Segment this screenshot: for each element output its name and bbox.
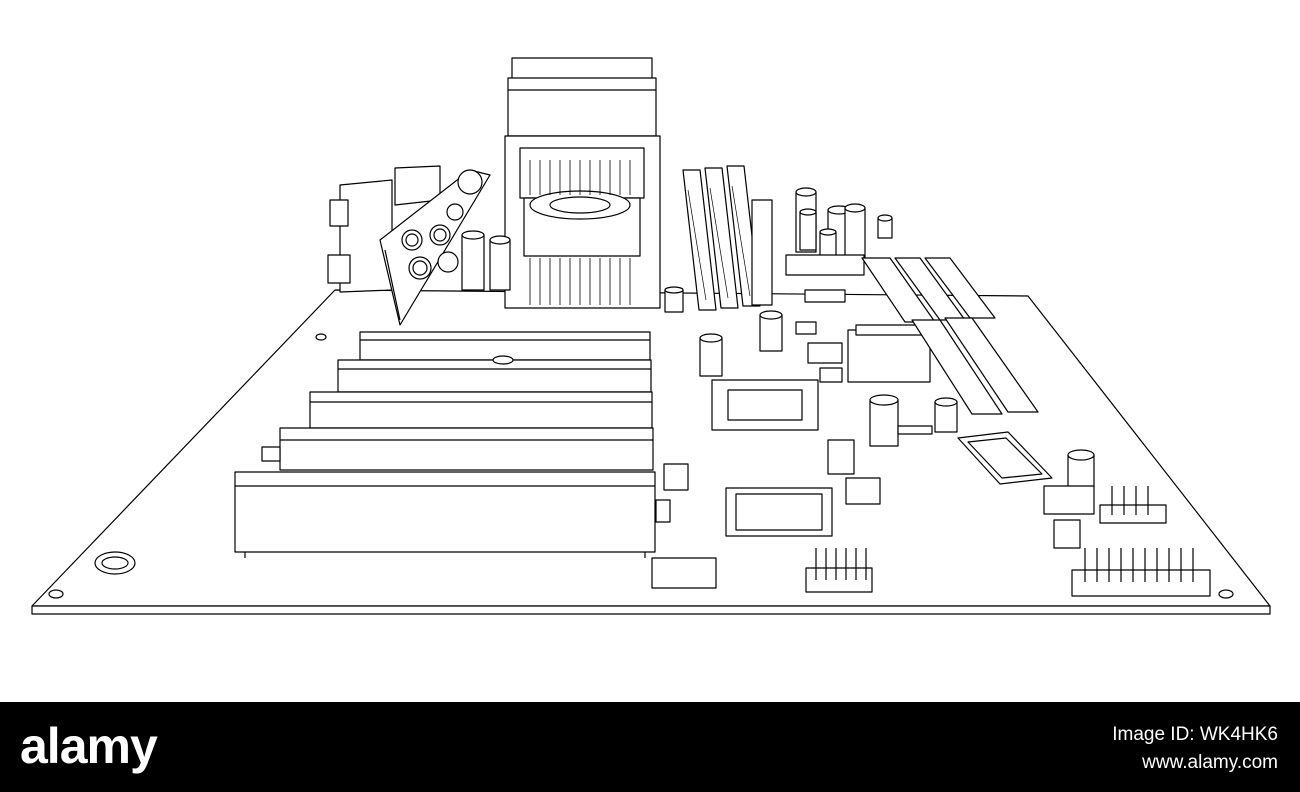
rear-io-panel xyxy=(327,165,491,326)
alamy-logo: alamy xyxy=(20,718,158,774)
site-url-label: www.alamy.com xyxy=(1142,752,1278,773)
motherboard-drawing xyxy=(31,57,1271,615)
chipset-area xyxy=(711,254,931,431)
watermark-bar: alamy Image ID: WK4HK6 www.alamy.com xyxy=(0,702,1300,792)
pin-headers xyxy=(805,425,1211,597)
storage-connectors xyxy=(861,257,1039,415)
cpu-cooler xyxy=(504,57,661,309)
capacitors xyxy=(461,187,1095,488)
memory-slots xyxy=(682,165,773,311)
illustration-canvas xyxy=(31,57,1271,615)
image-id-label: Image ID: WK4HK6 xyxy=(1112,724,1278,745)
expansion-slots xyxy=(234,331,656,558)
surface-mount-chips xyxy=(651,431,1053,589)
